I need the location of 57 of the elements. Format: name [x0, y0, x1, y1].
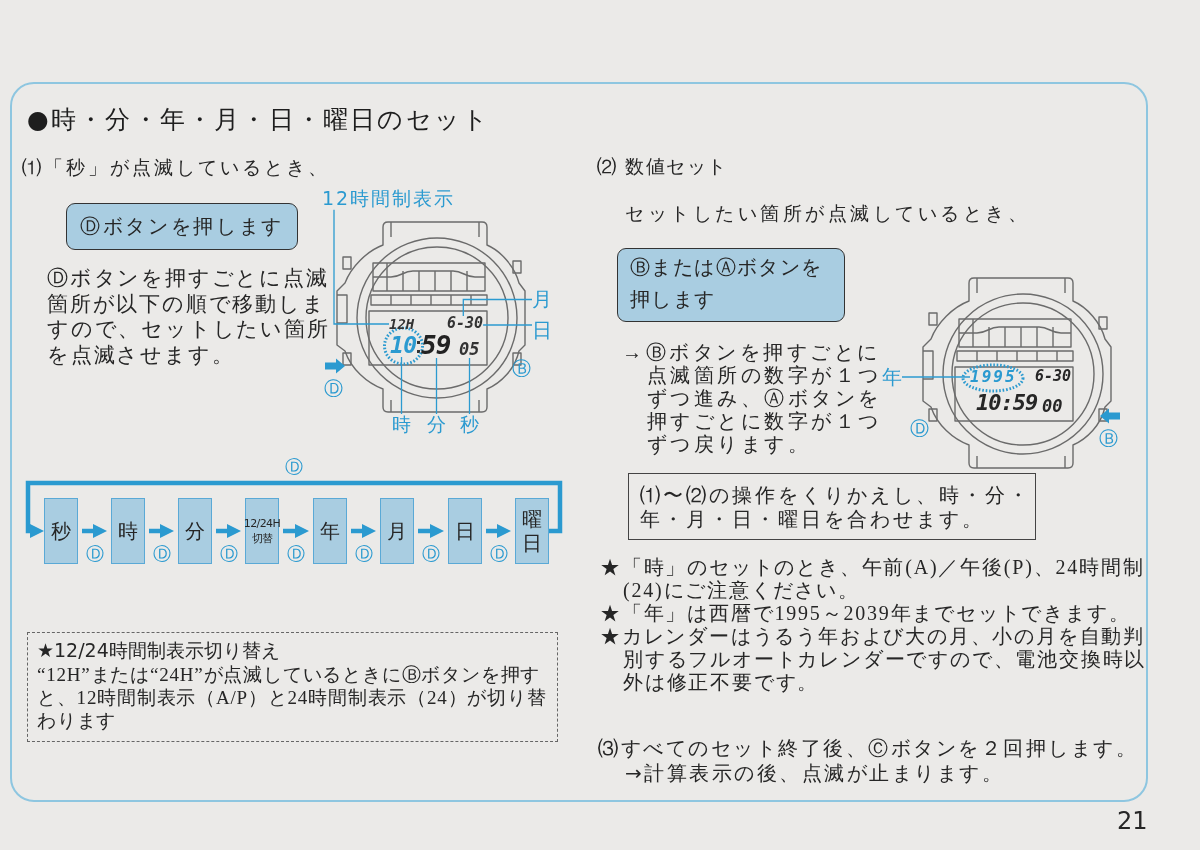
instruction-text: →計算表示の後、点滅が止まります。 — [625, 761, 1005, 785]
note-text: ★カレンダーはうるう年および大の月、小の月を自動判別するフルオートカレンダーですので、電池交換時以外は修正不要です。 — [600, 625, 1148, 694]
arrow — [283, 524, 309, 538]
step-box: 年 — [313, 498, 347, 564]
step-box: 秒 — [44, 498, 78, 564]
step-box: 12/24H切替 — [245, 498, 279, 564]
callout-label: 日 — [532, 319, 552, 342]
step-heading: ⑴「秒」が点滅しているとき、 — [22, 156, 330, 179]
circled-letter: Ⓓ — [910, 417, 929, 440]
note-text: ★「年」は西暦で1995～2039年までセットできます。 — [600, 602, 1132, 625]
arrow — [82, 524, 107, 538]
circled-letter: Ⓑ — [1099, 427, 1118, 450]
callout-label: 分 — [427, 414, 446, 436]
edge-label: Ⓓ — [219, 544, 238, 565]
step-box: 日 — [448, 498, 482, 564]
step-box: 月 — [380, 498, 414, 564]
step-heading: ⑵ 数値セット — [597, 155, 728, 178]
instruction-box: Ⓓボタンを押します — [66, 203, 298, 250]
lcd-readout: 6-30 — [1035, 369, 1072, 384]
step-box: 曜日 — [515, 498, 549, 564]
callout-label: 月 — [532, 288, 552, 311]
instruction-text: ⑶すべてのセット終了後、Ⓒボタンを２回押します。 — [598, 736, 1138, 760]
edge-label: Ⓓ — [152, 544, 171, 565]
edge-label: Ⓓ — [85, 544, 104, 565]
instruction-box: ⒷまたはⒶボタンを押します — [617, 248, 845, 322]
arrow — [216, 524, 241, 538]
section-heading: ●時・分・年・月・日・曜日のセット — [27, 104, 491, 136]
lcd-readout: 00 — [1042, 398, 1063, 415]
note-text: “12H”または“24H”が点滅しているときにⒷボタンを押すと、12時間制表示（A/P）と24時間制表示（24）が切り替わります — [37, 663, 548, 732]
note-text: ★「時」のセットのとき、午前(A)／午後(P)、24時間制(24)にご注意ください。 — [600, 556, 1146, 602]
edge-label: Ⓓ — [422, 544, 440, 565]
lcd-readout: 10:59 — [976, 392, 1038, 414]
callout-label: 年 — [882, 366, 902, 389]
section-frame — [10, 82, 1148, 802]
arrow — [149, 524, 174, 538]
lcd-readout: 1995 — [970, 369, 1017, 385]
edge-label: Ⓓ — [287, 544, 305, 565]
arrow — [486, 524, 511, 538]
instruction-text: Ⓓボタンを押すごとに点滅箇所が以下の順で移動しますので、セットしたい箇所を点滅させます。 — [47, 266, 331, 368]
callout-label: 12時間制表示 — [322, 188, 456, 210]
note-heading: ★12/24時間制表示切り替え — [37, 638, 281, 663]
step-box: 分 — [178, 498, 212, 564]
arrow — [25, 480, 563, 538]
instruction-text: セットしたい箇所が点滅しているとき、 — [625, 202, 1030, 225]
note-box — [27, 632, 558, 742]
arrow — [418, 524, 444, 538]
edge-label: Ⓓ — [489, 544, 508, 565]
leader-line — [901, 376, 971, 378]
edge-label: Ⓓ — [285, 457, 303, 478]
callout-label: 秒 — [460, 414, 479, 436]
step-box: 時 — [111, 498, 145, 564]
instruction-box: ⑴〜⑵の操作をくりかえし、時・分・年・月・日・曜日を合わせます。 — [628, 473, 1036, 540]
arrow — [351, 524, 376, 538]
callout-label: 時 — [392, 414, 411, 436]
instruction-text: →Ⓑボタンを押すごとに点滅箇所の数字が１つずつ進み、Ⓐボタンを押すごとに数字が１つずつ戻ります。 — [622, 341, 882, 456]
page-number: 21 — [1117, 807, 1148, 836]
edge-label: Ⓓ — [354, 544, 373, 565]
